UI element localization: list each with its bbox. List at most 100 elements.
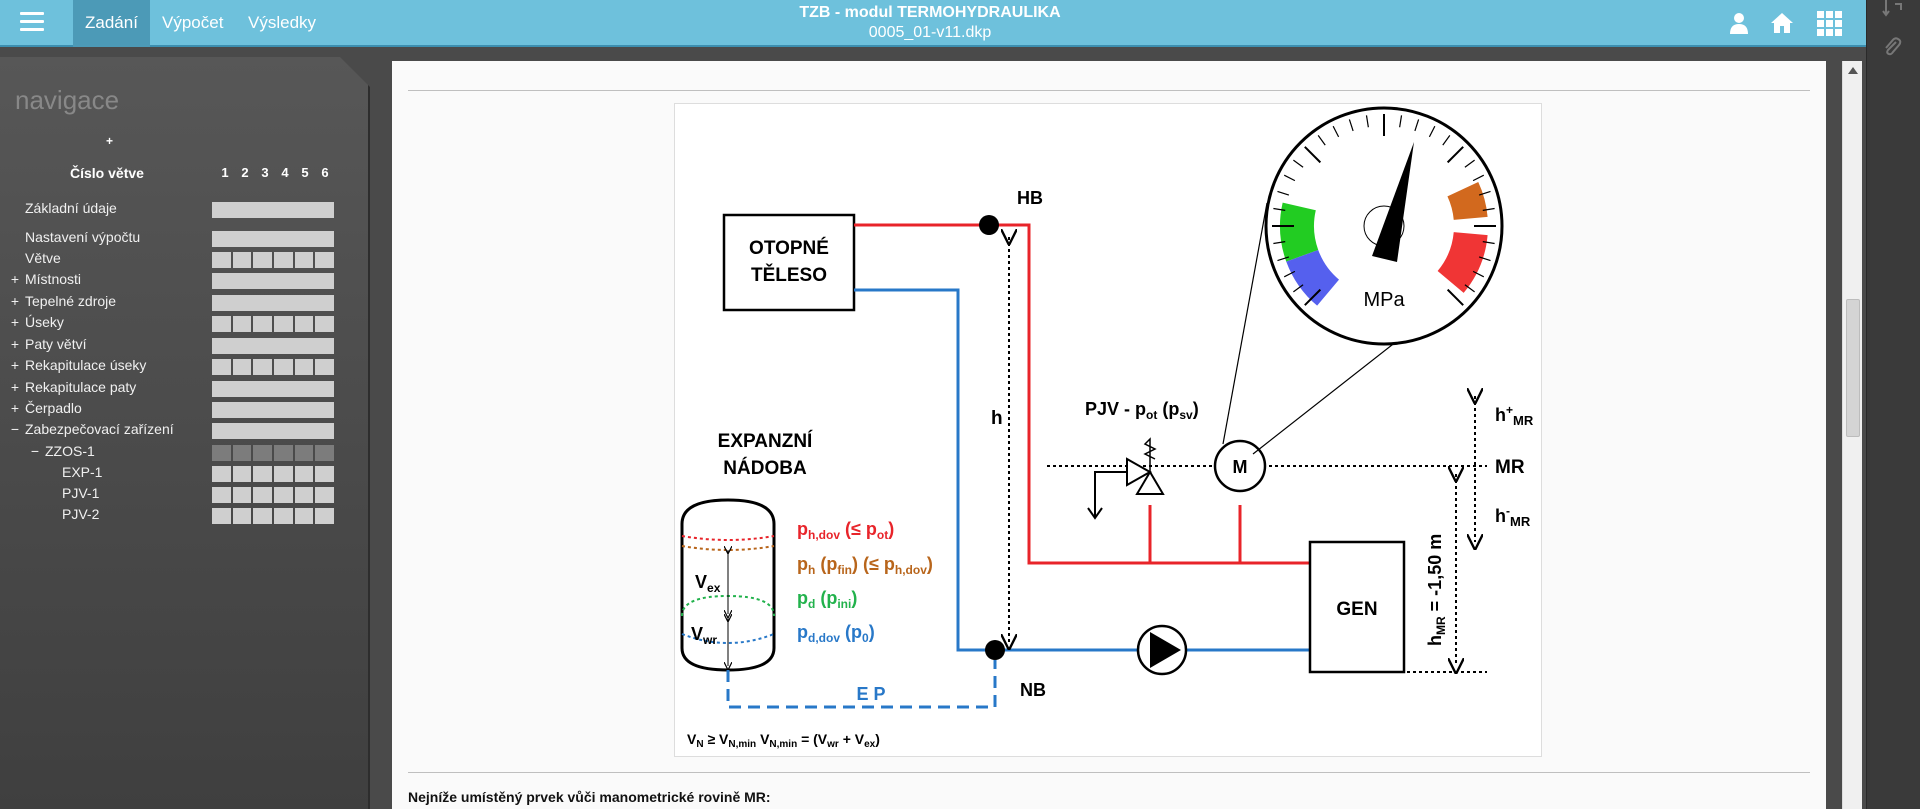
branch-cell[interactable] <box>212 445 231 461</box>
sidebar-item-label[interactable]: Rekapitulace paty <box>25 379 137 395</box>
scroll-up-arrow[interactable] <box>1848 67 1858 74</box>
expand-toggle[interactable]: + <box>10 314 20 330</box>
sidebar-item[interactable]: EXP-1 <box>0 464 370 485</box>
branch-cell[interactable] <box>212 487 231 503</box>
sidebar-item[interactable]: + Rekapitulace paty <box>0 379 370 400</box>
branch-bar[interactable] <box>212 402 334 418</box>
branch-cell[interactable] <box>253 252 272 268</box>
branch-bar[interactable] <box>212 231 334 247</box>
branch-cell[interactable] <box>315 487 334 503</box>
home-icon[interactable] <box>1769 10 1795 36</box>
expand-toggle[interactable]: + <box>10 336 20 352</box>
branch-bar[interactable] <box>212 295 334 311</box>
branch-bar[interactable] <box>212 202 334 218</box>
expand-toggle[interactable]: − <box>30 443 40 459</box>
sidebar-item-label[interactable]: Rekapitulace úseky <box>25 357 147 373</box>
sidebar-item[interactable]: + Čerpadlo <box>0 400 370 421</box>
branch-cell[interactable] <box>253 316 272 332</box>
branch-cell[interactable] <box>232 487 252 503</box>
branch-cell[interactable] <box>232 252 252 268</box>
branch-cell[interactable] <box>294 508 314 524</box>
branch-cell[interactable] <box>232 466 252 482</box>
branch-column-5[interactable]: 5 <box>301 165 309 180</box>
expand-toggle[interactable]: + <box>10 400 20 416</box>
sidebar-item-label[interactable]: Čerpadlo <box>25 400 82 416</box>
apps-grid-icon[interactable] <box>1816 10 1842 36</box>
sidebar-item-label[interactable]: Zabezpečovací zařízení <box>25 421 174 437</box>
branch-cell[interactable] <box>253 445 272 461</box>
sidebar-item-label[interactable]: Místnosti <box>25 271 82 287</box>
branch-cell[interactable] <box>274 487 293 503</box>
expand-toggle[interactable]: + <box>10 271 20 287</box>
branch-cell[interactable] <box>212 252 231 268</box>
sidebar-item-label[interactable]: Úseky <box>25 314 64 330</box>
branch-column-1[interactable]: 1 <box>221 165 229 180</box>
branch-bar[interactable] <box>212 423 334 439</box>
sidebar-item[interactable]: −Zabezpečovací zařízení <box>0 421 370 442</box>
branch-cell[interactable] <box>315 359 334 375</box>
sidebar-item-label[interactable]: PJV-2 <box>62 506 100 522</box>
branch-cell[interactable] <box>253 466 272 482</box>
branch-cell[interactable] <box>294 252 314 268</box>
branch-cell[interactable] <box>253 359 272 375</box>
branch-cell[interactable] <box>274 359 293 375</box>
branch-cell[interactable] <box>212 359 231 375</box>
user-icon[interactable] <box>1726 10 1752 36</box>
tab-vypocet[interactable]: Výpočet <box>162 13 224 32</box>
tab-zadani[interactable]: Zadání <box>73 0 150 47</box>
sidebar-item-label[interactable]: Základní údaje <box>25 200 117 216</box>
sidebar-item-label[interactable]: EXP-1 <box>62 464 103 480</box>
branch-cell[interactable] <box>294 466 314 482</box>
sidebar-item[interactable]: +Tepelné zdroje <box>0 293 370 314</box>
branch-cell[interactable] <box>294 487 314 503</box>
attachment-icon[interactable] <box>1881 36 1903 58</box>
branch-column-6[interactable]: 6 <box>321 165 329 180</box>
sidebar-item[interactable]: + Místnosti <box>0 271 370 292</box>
sidebar-item-label[interactable]: Větve <box>25 250 61 266</box>
sidebar-item-label[interactable]: Paty větví <box>25 336 87 352</box>
branch-cell[interactable] <box>315 316 334 332</box>
sidebar-item-label[interactable]: PJV-1 <box>62 485 100 501</box>
branch-cell[interactable] <box>232 316 252 332</box>
expand-toggle[interactable]: + <box>10 357 20 373</box>
branch-cell[interactable] <box>212 508 231 524</box>
branch-cell[interactable] <box>294 359 314 375</box>
sidebar-item[interactable]: + Paty větví <box>0 336 370 357</box>
sort-icon[interactable] <box>1881 0 1903 22</box>
content-scrollbar[interactable] <box>1842 61 1862 809</box>
add-branch-button[interactable]: + <box>106 134 114 148</box>
branch-cell[interactable] <box>274 252 293 268</box>
expand-toggle[interactable]: − <box>10 421 20 437</box>
sidebar-item-label[interactable]: ZZOS-1 <box>45 443 95 459</box>
sidebar-item[interactable]: PJV-1 <box>0 485 370 506</box>
branch-cell[interactable] <box>253 508 272 524</box>
branch-column-4[interactable]: 4 <box>281 165 289 180</box>
branch-column-3[interactable]: 3 <box>261 165 269 180</box>
branch-cell[interactable] <box>232 359 252 375</box>
sidebar-item[interactable]: + Rekapitulace úseky <box>0 357 370 378</box>
branch-cell[interactable] <box>212 466 231 482</box>
menu-icon[interactable] <box>20 12 44 34</box>
sidebar-item[interactable]: Základní údaje <box>0 200 370 221</box>
branch-cell[interactable] <box>274 466 293 482</box>
sidebar-item[interactable]: Větve <box>0 250 370 271</box>
branch-cell[interactable] <box>315 466 334 482</box>
branch-column-2[interactable]: 2 <box>241 165 249 180</box>
scroll-thumb[interactable] <box>1846 299 1860 437</box>
branch-cell[interactable] <box>232 445 252 461</box>
branch-cell[interactable] <box>294 316 314 332</box>
sidebar-item[interactable]: PJV-2 <box>0 506 370 527</box>
tab-vysledky[interactable]: Výsledky <box>248 13 317 32</box>
branch-cell[interactable] <box>315 445 334 461</box>
branch-cell[interactable] <box>315 252 334 268</box>
branch-cell[interactable] <box>253 487 272 503</box>
expand-toggle[interactable]: + <box>10 293 20 309</box>
sidebar-item[interactable]: −ZZOS-1 <box>0 443 370 464</box>
sidebar-item[interactable]: Nastavení výpočtu <box>0 229 370 250</box>
branch-cell[interactable] <box>212 316 231 332</box>
branch-cell[interactable] <box>315 508 334 524</box>
branch-bar[interactable] <box>212 381 334 397</box>
expand-toggle[interactable]: + <box>10 379 20 395</box>
branch-cell[interactable] <box>232 508 252 524</box>
sidebar-item[interactable]: + Úseky <box>0 314 370 335</box>
